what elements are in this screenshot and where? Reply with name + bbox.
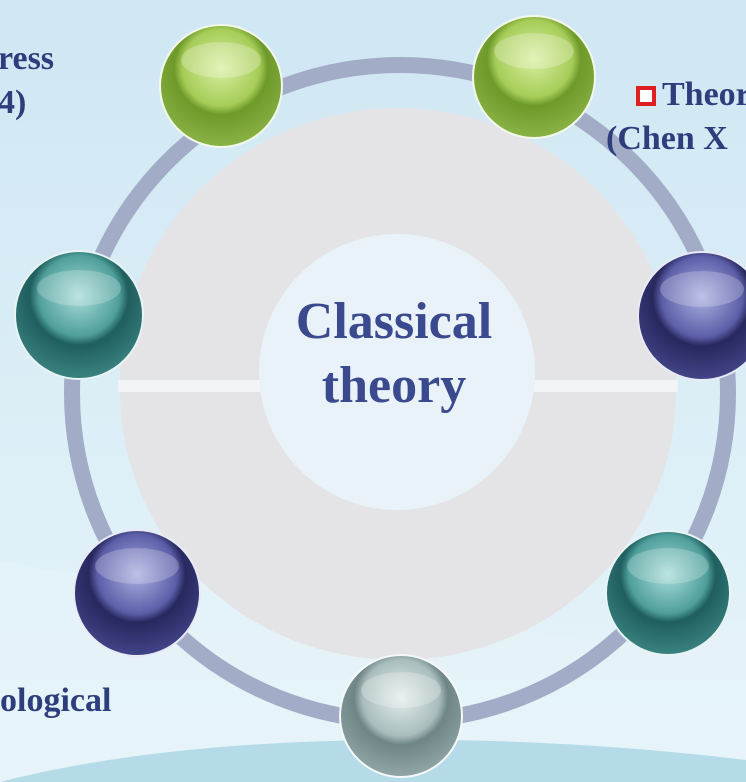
bullet-marker-icon bbox=[636, 86, 656, 106]
label-top-left-1: ress bbox=[0, 40, 55, 77]
node-top-left bbox=[159, 24, 283, 148]
node-right bbox=[637, 251, 746, 381]
node-bottom bbox=[339, 654, 463, 778]
node-top-right bbox=[472, 15, 596, 139]
inner-circle bbox=[259, 234, 535, 510]
node-left bbox=[14, 250, 144, 380]
node-bottom-right bbox=[605, 530, 731, 656]
label-top-right-2: (Chen X bbox=[606, 120, 728, 157]
label-top-right-1: Theor bbox=[636, 76, 746, 114]
center-title-line1: Classical bbox=[295, 293, 493, 350]
label-top-left-2: 4) bbox=[0, 84, 27, 121]
disc-lower-half bbox=[120, 392, 676, 660]
center-title-line2: theory bbox=[321, 357, 467, 414]
label-top-right-1-text: Theor bbox=[662, 76, 746, 113]
center-title: Classical theory bbox=[258, 290, 530, 418]
node-bottom-left bbox=[73, 529, 201, 657]
label-bottom-left: ological bbox=[0, 682, 112, 719]
